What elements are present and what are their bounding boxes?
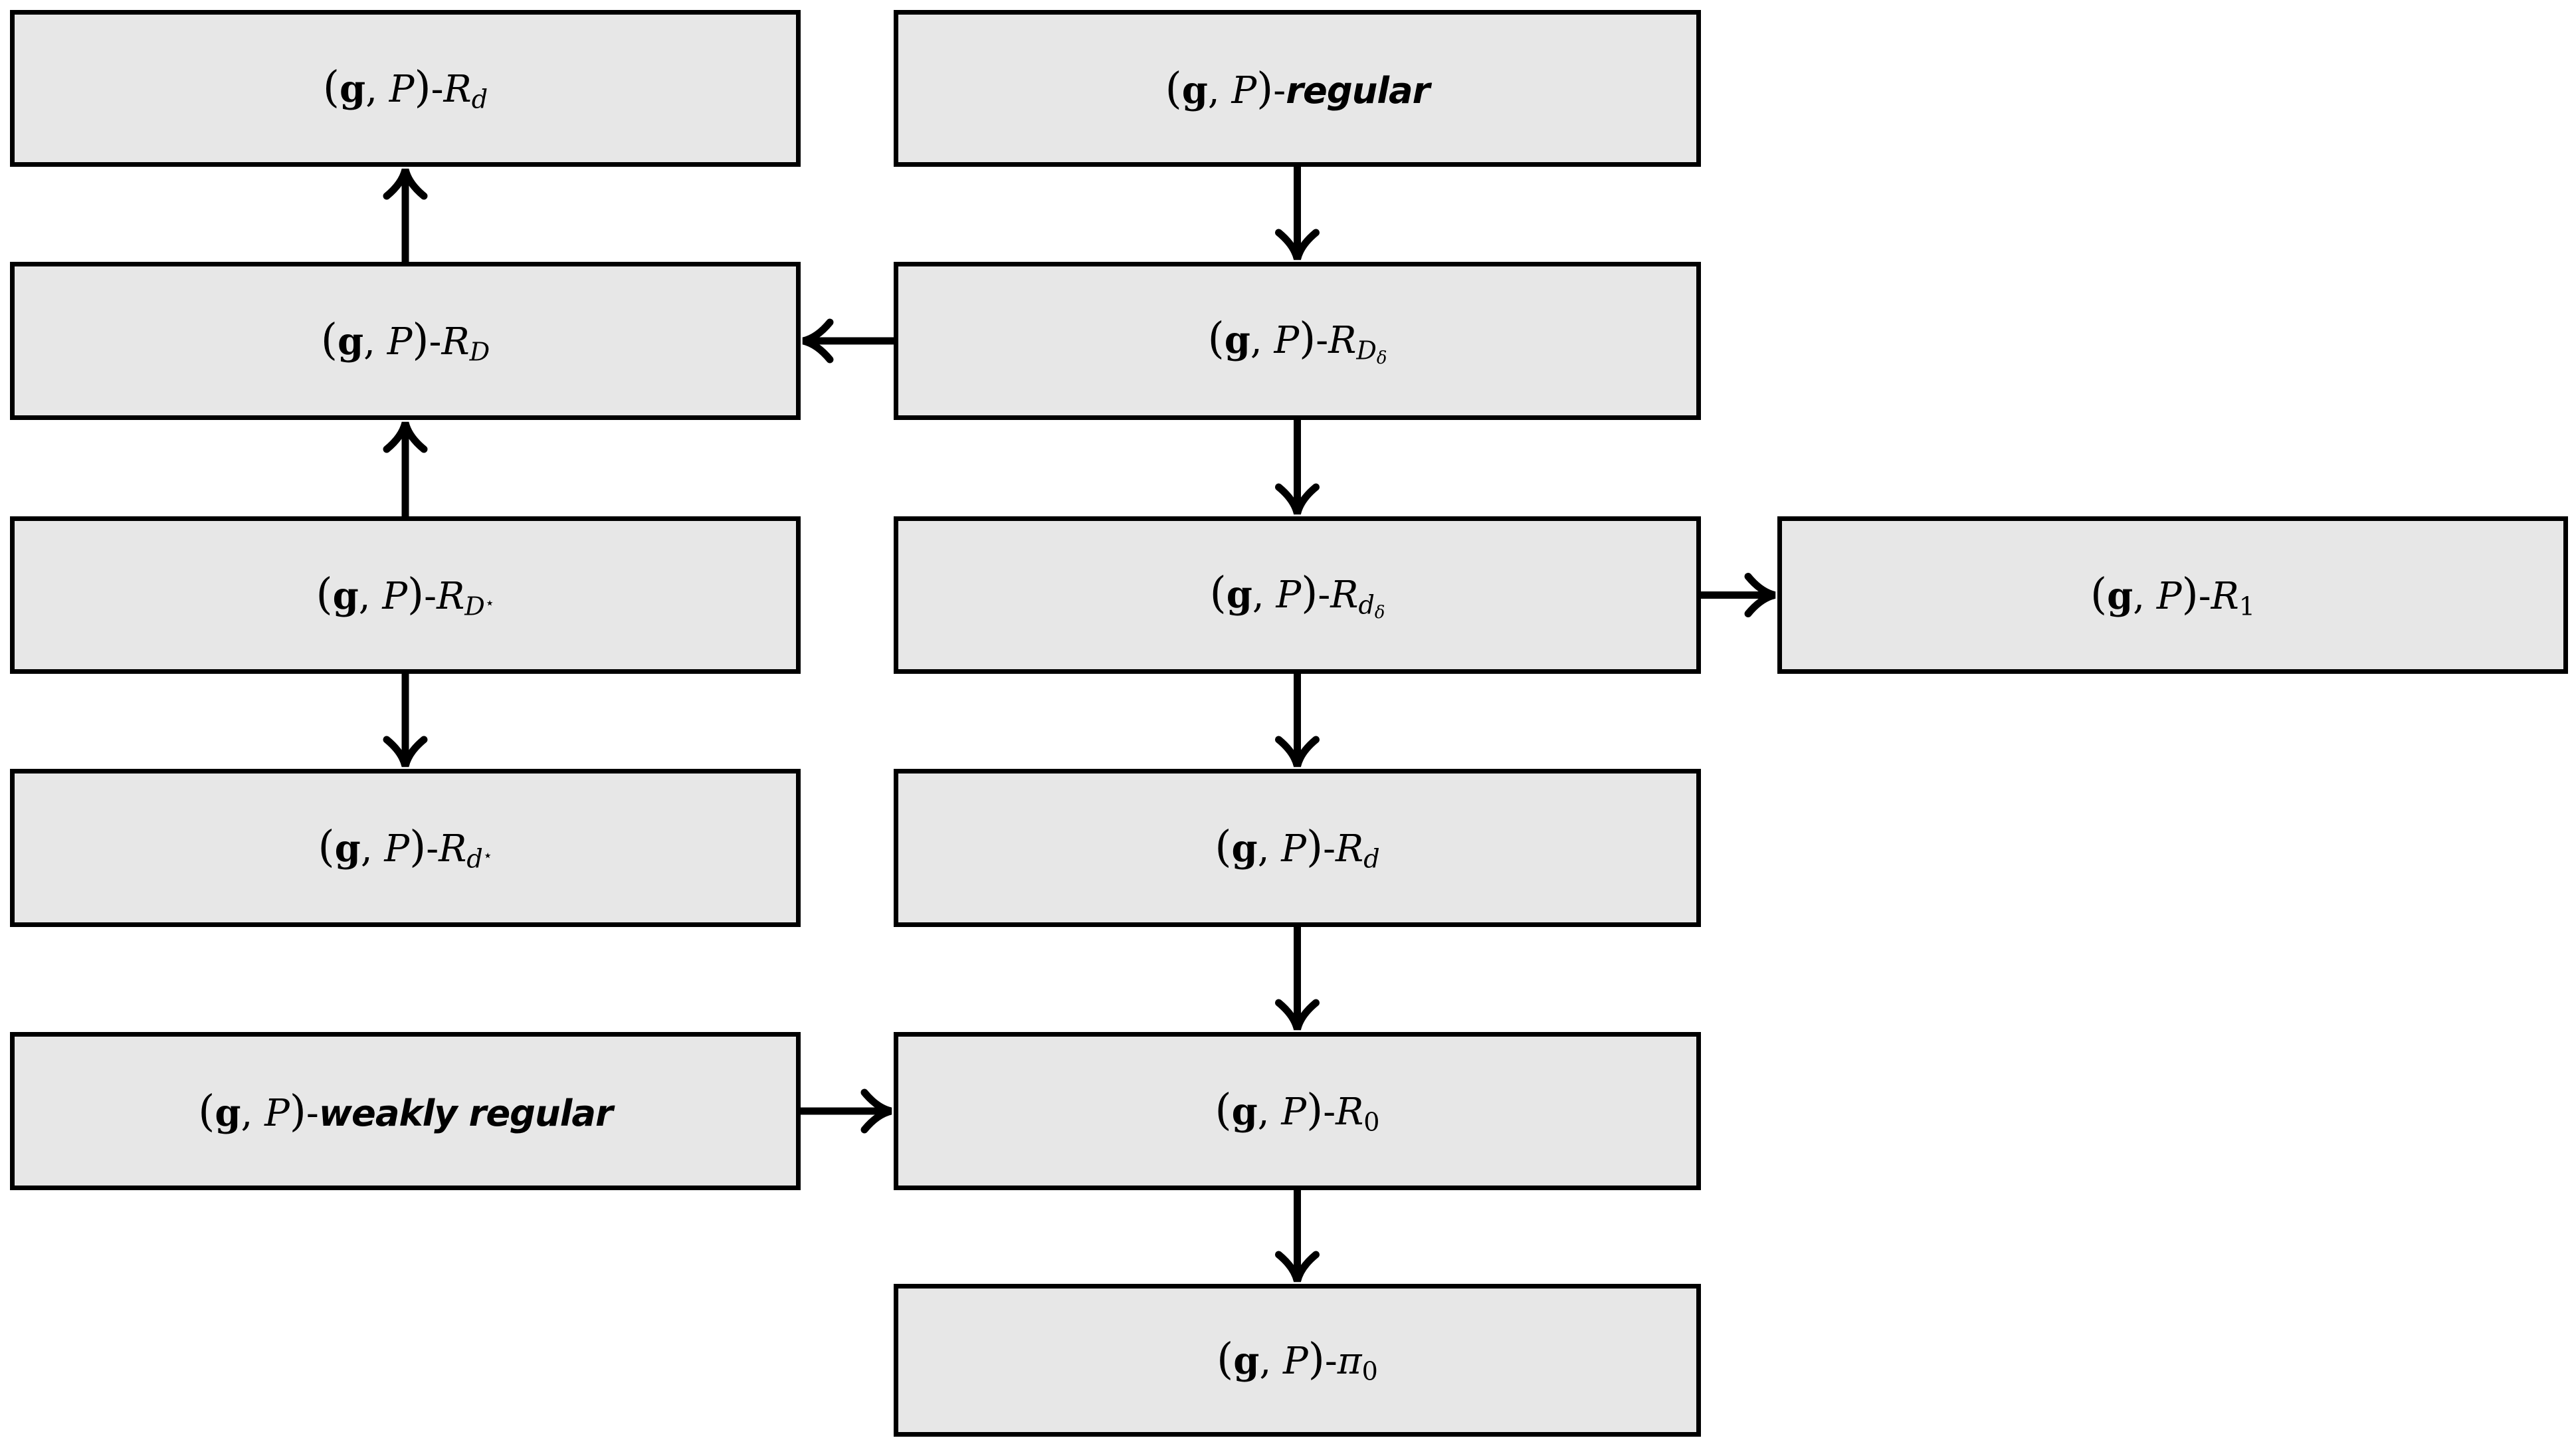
node-label: (g, P)-Rdδ bbox=[1209, 568, 1385, 623]
node-R-d-star: (g, P)-Rd⋆ bbox=[10, 769, 801, 927]
node-label: (g, P)-R1 bbox=[2090, 569, 2256, 621]
node-label: (g, P)-π0 bbox=[1217, 1334, 1378, 1386]
node-weakly-regular: (g, P)-weakly regular bbox=[10, 1032, 801, 1190]
node-R-d-left: (g, P)-Rd bbox=[10, 10, 801, 167]
node-label: (g, P)-Rd bbox=[1215, 822, 1380, 874]
node-pi-0: (g, P)-π0 bbox=[894, 1284, 1701, 1437]
node-label: (g, P)-RD bbox=[320, 315, 490, 367]
node-R-1: (g, P)-R1 bbox=[1777, 516, 2568, 674]
node-label: (g, P)-RDδ bbox=[1207, 314, 1387, 368]
node-label: (g, P)-weakly regular bbox=[198, 1086, 613, 1136]
node-R-D-star: (g, P)-RD⋆ bbox=[10, 516, 801, 674]
node-R-d-delta: (g, P)-Rdδ bbox=[894, 516, 1701, 674]
node-label: (g, P)-R0 bbox=[1215, 1085, 1380, 1137]
node-regular: (g, P)-regular bbox=[894, 10, 1701, 167]
node-R-0: (g, P)-R0 bbox=[894, 1032, 1701, 1190]
node-R-D: (g, P)-RD bbox=[10, 262, 801, 420]
node-label: (g, P)-Rd⋆ bbox=[318, 822, 493, 874]
node-label: (g, P)-regular bbox=[1165, 63, 1431, 114]
node-R-D-delta: (g, P)-RDδ bbox=[894, 262, 1701, 420]
node-label: (g, P)-Rd bbox=[322, 62, 488, 114]
node-R-d-middle: (g, P)-Rd bbox=[894, 769, 1701, 927]
node-label: (g, P)-RD⋆ bbox=[316, 569, 495, 621]
